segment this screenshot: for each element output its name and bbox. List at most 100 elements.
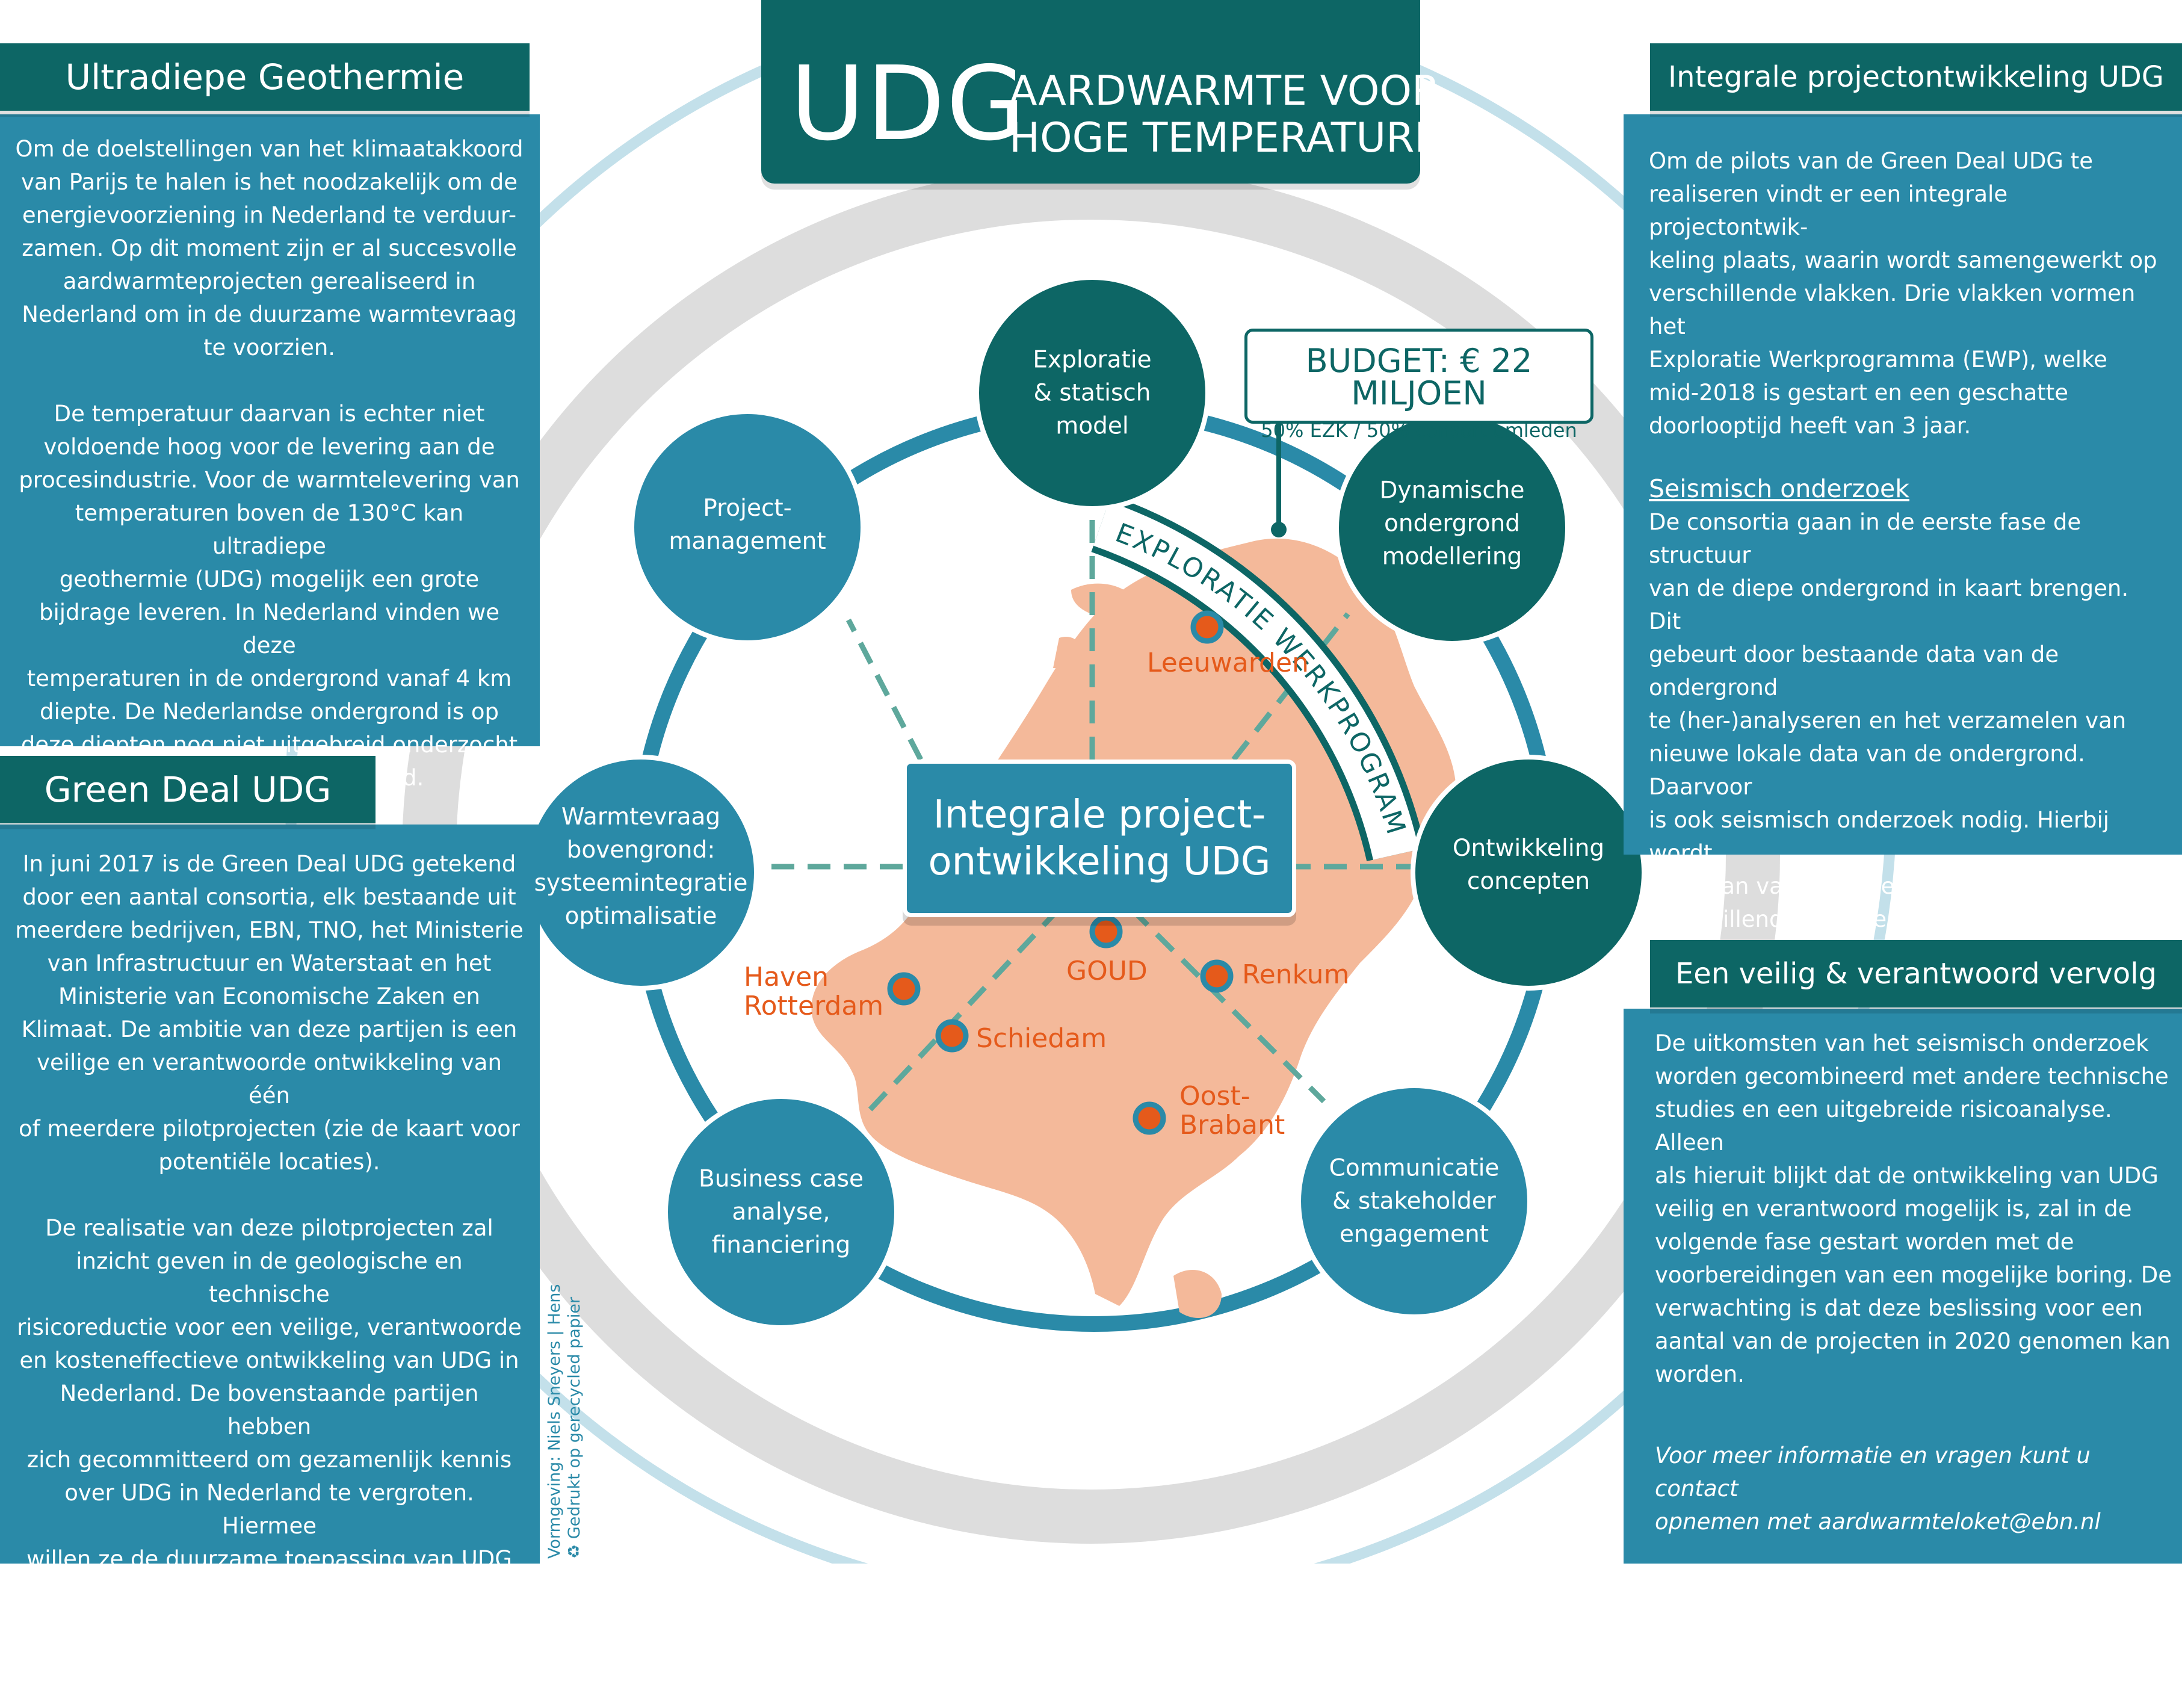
right-heading-1: Integrale projectontwikkeling UDG xyxy=(1650,43,2182,111)
budget-pointer-dot xyxy=(1271,522,1287,537)
left-panel-1-text: Om de doelstellingen van het klimaatakko… xyxy=(15,132,524,828)
text-line: van Infrastructuur en Waterstaat en het xyxy=(47,950,492,976)
text-line: doorlooptijd heeft van 3 jaar. xyxy=(1649,413,1971,439)
text-line: meerdere bedrijven, EBN, TNO, het Minist… xyxy=(15,917,524,943)
text-line: zich gecommitteerd om gezamenlijk kennis xyxy=(26,1447,512,1473)
node-label-line: engagement xyxy=(1339,1221,1489,1248)
text-line: diepte. De Nederlandse ondergrond is op xyxy=(40,699,499,725)
text-line: procesindustrie. Voor de warmtelevering … xyxy=(19,467,520,493)
city-label-line: Schiedam xyxy=(976,1023,1107,1054)
text-line: en de ambities van het Energieakkoord he… xyxy=(50,1579,489,1638)
center-box[interactable]: Integrale project- ontwikkeling UDG xyxy=(903,760,1296,917)
node-label-line: ondergrond xyxy=(1384,510,1520,537)
marker-goud[interactable] xyxy=(1089,915,1123,948)
text-line: te (her-)analyseren en het verzamelen va… xyxy=(1649,708,2127,734)
text-line: temperaturen boven de 130°C kan ultradie… xyxy=(75,500,464,559)
node-label-line: management xyxy=(669,528,826,555)
marker-schiedam[interactable] xyxy=(935,1019,969,1053)
text-line: deze diepten nog niet uitgebreid onderzo… xyxy=(20,732,518,758)
right-s2-p1: De uitkomsten van het seismisch onderzoe… xyxy=(1655,1027,2172,1391)
text-line: verwachting is dat deze beslissing voor … xyxy=(1655,1295,2143,1321)
budget-title: BUDGET: € 22 MILJOEN xyxy=(1305,342,1533,412)
node-business[interactable] xyxy=(663,1094,899,1330)
node-label-line: analyse, xyxy=(732,1198,830,1226)
node-label-line: systeemintegratie xyxy=(534,870,748,897)
text-line: volgende fase gestart worden met de xyxy=(1655,1229,2074,1255)
text-line: worden gecombineerd met andere technisch… xyxy=(1655,1063,2169,1089)
text-line: temperaturen in de ondergrond vanaf 4 km xyxy=(26,666,512,692)
text-line: geothermie (UDG) mogelijk een grote xyxy=(59,566,480,592)
text-line: risicoreductie voor een veilige, verantw… xyxy=(17,1314,522,1340)
node-label-line: financiering xyxy=(711,1231,851,1259)
text-line: Nederland. De bovenstaande partijen hebb… xyxy=(60,1381,479,1440)
text-line: studies en een uitgebreide risicoanalyse… xyxy=(1655,1097,2112,1156)
text-line: als hieruit blijkt dat de ontwikkeling v… xyxy=(1655,1163,2159,1189)
node-ontwikkeling[interactable] xyxy=(1411,755,1646,991)
marker-oost-brabant[interactable] xyxy=(1133,1101,1166,1135)
title-main: UDG xyxy=(790,45,1027,164)
right-subheading: Seismisch onderzoek xyxy=(1649,474,1910,503)
text-line: aardwarmteprojecten gerealiseerd in xyxy=(63,268,476,294)
city-label-line: GOUD xyxy=(1066,956,1148,986)
text-line: Om de pilots van de Green Deal UDG te xyxy=(1649,148,2094,174)
title-sub-line2: HOGE TEMPERATUREN xyxy=(1009,114,1471,162)
title-sub-line1: AARDWARMTE VOOR xyxy=(1009,67,1441,115)
text-line: Voor meer informatie en vragen kunt u co… xyxy=(1655,1443,2091,1502)
text-line: Klimaat. De ambitie van deze partijen is… xyxy=(21,1016,518,1042)
text-line: De uitkomsten van het seismisch onderzoe… xyxy=(1655,1030,2149,1056)
text-line: door een aantal consortia, elk bestaande… xyxy=(22,884,516,910)
left-s2-p1: In juni 2017 is de Green Deal UDG geteke… xyxy=(15,847,524,1178)
left-heading-2: Green Deal UDG xyxy=(0,756,376,823)
netherlands-map xyxy=(811,538,1456,1318)
text-line: gebeurt door bestaande data van de onder… xyxy=(1649,642,2059,701)
right-panel-2-text: De uitkomsten van het seismisch onderzoe… xyxy=(1655,1027,2172,1571)
text-line: te voorzien. xyxy=(203,335,336,360)
node-projectmanagement[interactable] xyxy=(629,409,865,645)
text-line: inzicht geven in de geologische en techn… xyxy=(76,1248,463,1307)
node-label-line: Warmtevraag xyxy=(561,803,721,831)
marker-renkum[interactable] xyxy=(1200,959,1234,993)
text-line: voorbereidingen van een mogelijke boring… xyxy=(1655,1262,2172,1288)
node-exploratie[interactable] xyxy=(974,275,1210,511)
city-label-line: Leeuwarden xyxy=(1147,648,1309,678)
node-label-line: Business case xyxy=(698,1165,864,1193)
right-panel-2: De uitkomsten van het seismisch onderzoe… xyxy=(1624,1009,2182,1564)
marker-haven-rotterdam[interactable] xyxy=(887,972,921,1006)
node-label-line: concepten xyxy=(1467,868,1590,895)
center-box-line2: ontwikkeling UDG xyxy=(928,840,1271,884)
text-line: aantal van de projecten in 2020 genomen … xyxy=(1655,1328,2171,1354)
left-panel-2: In juni 2017 is de Green Deal UDG geteke… xyxy=(0,825,540,1671)
node-label-line: & statisch xyxy=(1033,379,1151,407)
node-label-projectmanagement: Project-management xyxy=(669,492,826,558)
node-label-line: model xyxy=(1055,412,1129,440)
node-label-ontwikkeling: Ontwikkeling concepten xyxy=(1453,832,1604,898)
node-label-line: Ontwikkeling xyxy=(1452,835,1605,862)
text-line: potentiële locaties). xyxy=(158,1149,380,1175)
node-communicatie[interactable] xyxy=(1296,1083,1532,1319)
node-label-line: Project- xyxy=(703,495,792,522)
text-line: worden. xyxy=(1655,1361,1745,1387)
city-label-line: Renkum xyxy=(1242,959,1350,990)
node-label-line: modellering xyxy=(1382,543,1522,571)
left-panel-2-text: In juni 2017 is de Green Deal UDG geteke… xyxy=(15,847,524,1708)
text-line: bijdrage leveren. In Nederland vinden we… xyxy=(39,599,500,658)
right-heading-2: Een veilig & verantwoord vervolg xyxy=(1650,940,2182,1007)
text-line: De temperatuur daarvan is echter niet xyxy=(54,401,485,427)
text-line: Nederland om in de duurzame warmtevraag xyxy=(22,302,517,327)
text-line: Om de doelstellingen van het klimaatakko… xyxy=(15,136,524,162)
text-line: energievoorziening in Nederland te verdu… xyxy=(22,202,517,228)
left-panel-1: Om de doelstellingen van het klimaatakko… xyxy=(0,114,540,791)
text-line: willen ze de duurzame toepassing van UDG xyxy=(26,1546,512,1572)
text-line: is ook seismisch onderzoek nodig. Hierbi… xyxy=(1649,807,2110,866)
city-label-line: Rotterdam xyxy=(744,991,884,1021)
text-line: De consortia gaan in de eerste fase de s… xyxy=(1649,509,2082,568)
budget-box: BUDGET: € 22 MILJOEN 50% EZK / 50% conso… xyxy=(1244,329,1593,440)
marker-leeuwarden[interactable] xyxy=(1190,610,1224,644)
